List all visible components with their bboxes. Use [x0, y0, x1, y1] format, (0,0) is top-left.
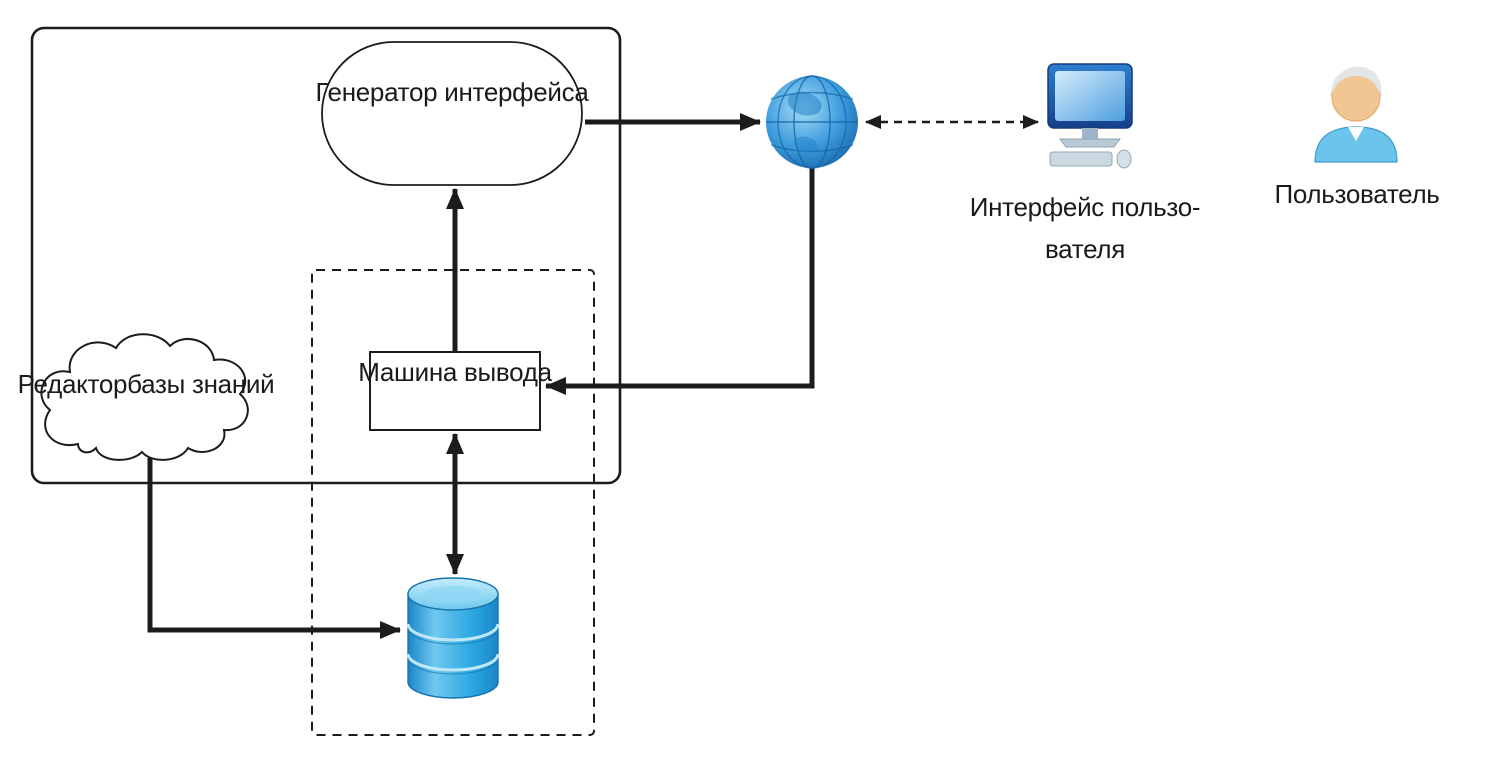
interface-generator-label: Генератор интерфейса — [315, 77, 589, 107]
arrow-cloud-to-database — [147, 458, 401, 639]
inference-engine-node — [369, 351, 541, 431]
user-interface-label: Интерфейс пользо- вателя — [945, 186, 1225, 270]
interface-generator-node — [321, 41, 583, 186]
kb-editor-cloud — [40, 333, 249, 461]
inference-engine-label: Машина вывода — [358, 357, 552, 387]
user-icon — [1314, 66, 1398, 163]
database-icon — [406, 577, 500, 699]
system-boundary — [30, 26, 622, 485]
user-label: Пользователь — [1274, 179, 1440, 209]
globe-icon — [766, 75, 858, 169]
user-interface-label-line1: Интерфейс пользо- — [969, 192, 1201, 222]
computer-icon — [1047, 63, 1133, 169]
kb-editor-label: Редакторбазы знаний — [17, 369, 275, 399]
arrow-globe-to-inference — [545, 166, 815, 395]
user-interface-label-line2: вателя — [1044, 234, 1126, 264]
